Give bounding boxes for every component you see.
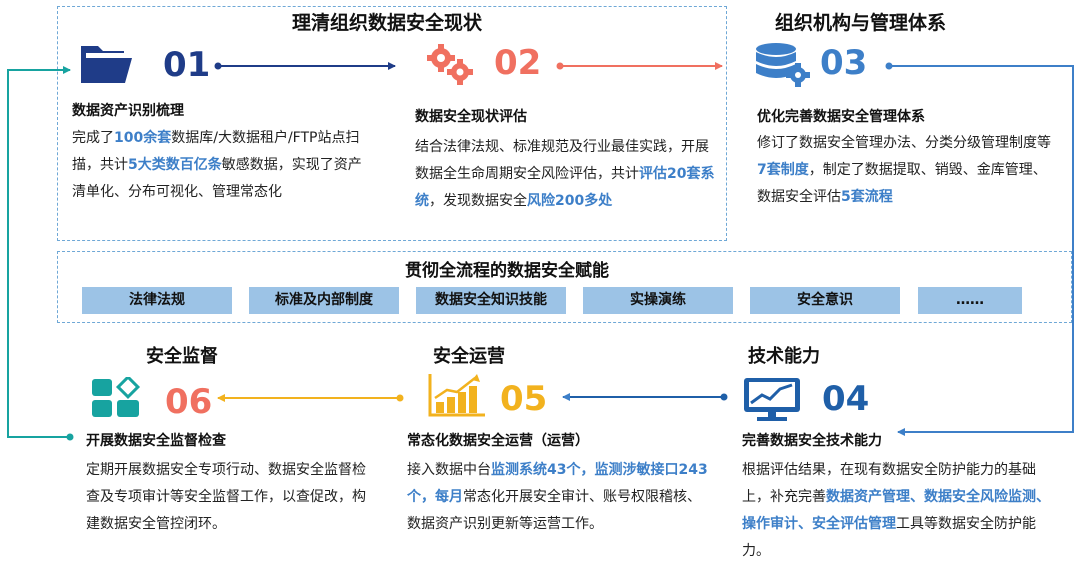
monitor-chart-icon xyxy=(744,378,800,421)
grid-blocks-icon xyxy=(92,377,141,417)
highlight-text: 5套流程 xyxy=(841,189,893,205)
step-4-description: 根据评估结果，在现有数据安全防护能力的基础上，补充完善数据资产管理、数据安全风险… xyxy=(742,457,1052,565)
gears-icon xyxy=(427,44,473,85)
enabler-chip-practice: 实操演练 xyxy=(583,287,733,314)
middle-group-title: 贯彻全流程的数据安全赋能 xyxy=(405,261,609,281)
step-5-description: 接入数据中台监测系统43个，监测涉敏接口243个，每月常态化开展安全审计、账号权… xyxy=(407,457,709,538)
step-5-number: 05 xyxy=(500,379,548,419)
step-4-title: 技术能力 xyxy=(748,346,820,367)
body-text: 修订了数据安全管理办法、分类分级管理制度等 xyxy=(757,135,1051,151)
highlight-text: 7套制度 xyxy=(757,162,809,178)
enabler-chip-more: …… xyxy=(918,287,1022,314)
highlight-text: 监测系统43个，监测涉敏接口243个，每月 xyxy=(407,462,708,505)
enabler-chip-awareness: 安全意识 xyxy=(750,287,900,314)
top-group-title: 理清组织数据安全现状 xyxy=(292,12,483,34)
highlight-text: 5大类数百亿条 xyxy=(128,157,222,173)
body-text: 工具等数据安全防护能力。 xyxy=(742,516,1036,559)
middle-group-frame xyxy=(57,251,1072,323)
body-text: 根据评估结果，在现有数据安全防护能力的基础上，补充完善 xyxy=(742,462,1036,505)
step-4-subtitle: 完善数据安全技术能力 xyxy=(742,433,882,449)
step-6-number: 06 xyxy=(165,382,213,422)
body-text: ，发现数据安全 xyxy=(429,193,527,209)
folder-icon xyxy=(81,46,132,83)
step-3-number: 03 xyxy=(820,43,868,83)
arrow-3-to-4 xyxy=(889,65,1074,436)
step-5-subtitle: 常态化数据安全运营（运营） xyxy=(407,433,589,449)
step-2-number: 02 xyxy=(494,43,542,83)
step-3-title: 组织机构与管理体系 xyxy=(775,12,947,34)
step-6-description: 定期开展数据安全专项行动、数据安全监督检查及专项审计等安全监督工作，以查促改，构… xyxy=(86,457,371,538)
step-1-description: 完成了100余套数据库/大数据租户/FTP站点扫描，共计5大类数百亿条敏感数据，… xyxy=(72,125,372,206)
highlight-text: 评估20套系统 xyxy=(415,166,715,209)
top-group-frame xyxy=(57,6,727,241)
body-text: ，制定了数据提取、销毁、金库管理、数据安全评估 xyxy=(757,162,1047,205)
body-text: 常态化开展安全审计、账号权限稽核、数据资产识别更新等运营工作。 xyxy=(407,489,701,532)
step-1-number: 01 xyxy=(163,45,211,85)
step-5-title: 安全运营 xyxy=(433,346,505,367)
highlight-text: 数据资产管理、数据安全风险监测、操作审计、安全评估管理 xyxy=(742,489,1050,532)
body-text: 接入数据中台 xyxy=(407,462,491,478)
arrow-6-to-1 xyxy=(7,66,71,438)
step-1-subtitle: 数据资产识别梳理 xyxy=(72,103,184,119)
step-6-title: 安全监督 xyxy=(146,346,218,367)
body-text: 结合法律法规、标准规范及行业最佳实践，开展数据全生命周期安全风险评估，共计 xyxy=(415,139,709,182)
step-2-description: 结合法律法规、标准规范及行业最佳实践，开展数据全生命周期安全风险评估，共计评估2… xyxy=(415,134,715,215)
step-3-subtitle: 优化完善数据安全管理体系 xyxy=(757,109,925,125)
step-2-subtitle: 数据安全现状评估 xyxy=(415,109,527,125)
body-text: 敏感数据，实现了资产清单化、分布可视化、管理常态化 xyxy=(72,157,362,200)
step-3-description: 修订了数据安全管理办法、分类分级管理制度等 7套制度，制定了数据提取、销毁、金库管… xyxy=(757,130,1057,211)
highlight-text: 100余套 xyxy=(114,130,172,146)
body-text: 定期开展数据安全专项行动、数据安全监督检查及专项审计等安全监督工作，以查促改，构… xyxy=(86,462,366,532)
bar-chart-icon xyxy=(428,374,485,417)
step-6-subtitle: 开展数据安全监督检查 xyxy=(86,433,226,449)
step-4-number: 04 xyxy=(822,379,870,419)
enabler-chip-knowledge: 数据安全知识技能 xyxy=(416,287,566,314)
enabler-chip-law: 法律法规 xyxy=(82,287,232,314)
highlight-text: 风险200多处 xyxy=(527,193,613,209)
enabler-chip-standards: 标准及内部制度 xyxy=(249,287,399,314)
body-text: 数据库/大数据租户/FTP站点扫描，共计 xyxy=(72,130,360,173)
body-text: 完成了 xyxy=(72,130,114,146)
database-gear-icon xyxy=(756,43,810,87)
